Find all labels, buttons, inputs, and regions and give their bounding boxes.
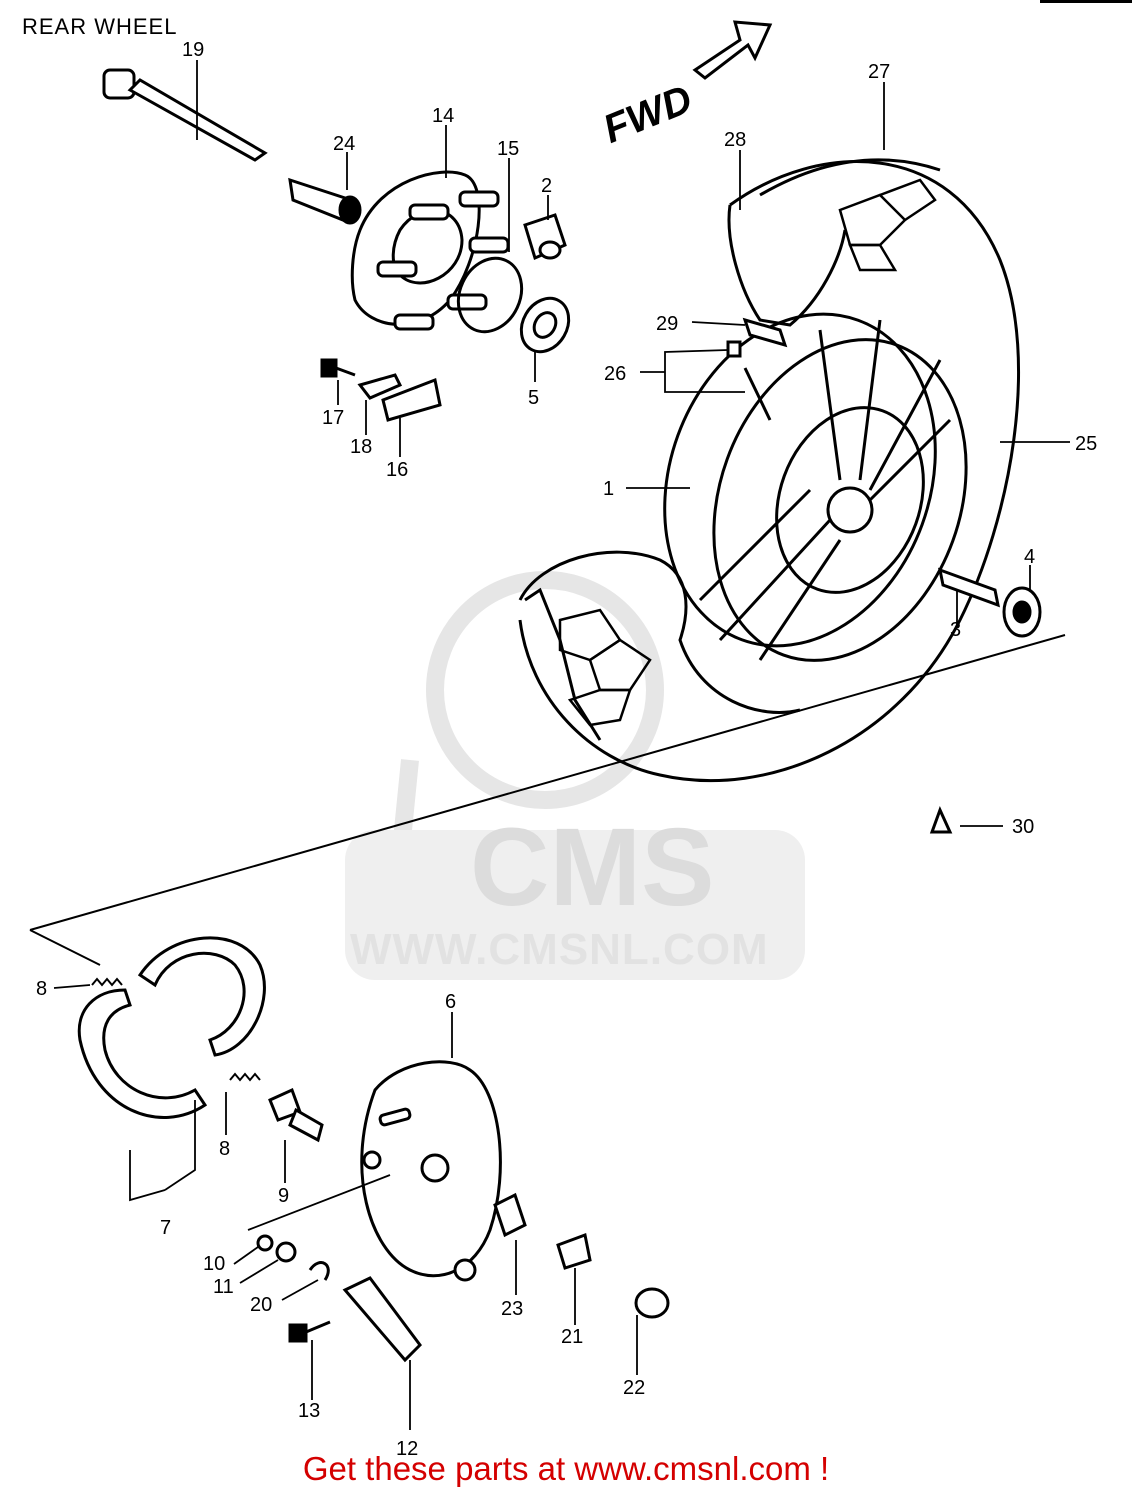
top-edge-bar	[1040, 0, 1132, 3]
callout-5: 5	[528, 387, 539, 409]
wheel-rim-part	[663, 312, 968, 662]
brake-cam-part	[268, 1087, 324, 1143]
tire-tread	[558, 178, 937, 727]
callout-24: 24	[333, 133, 355, 155]
callout-26: 26	[604, 363, 626, 385]
brake-shoe-part	[77, 936, 266, 1119]
callout-21: 21	[561, 1326, 583, 1348]
callout-12: 12	[396, 1438, 418, 1460]
callout-18: 18	[350, 436, 372, 458]
callout-19: 19	[182, 39, 204, 61]
callout-11: 11	[213, 1276, 234, 1298]
callout-17: 17	[322, 407, 344, 429]
watermark-logo	[345, 571, 805, 980]
forward-arrow-icon	[692, 20, 773, 80]
callout-2: 2	[541, 175, 552, 197]
callout-20: 20	[250, 1294, 272, 1316]
callout-labels: 19 24 14 15 2 5 17 18 16 28 27 29 26 1 2…	[36, 39, 1097, 1460]
page-title: REAR WHEEL	[22, 14, 178, 39]
brake-panel-part	[360, 1060, 502, 1282]
callout-8-upper: 8	[36, 978, 47, 1000]
collar-part	[938, 567, 1042, 638]
callout-1: 1	[603, 478, 614, 500]
clip-part	[929, 806, 953, 834]
callout-13: 13	[298, 1400, 320, 1422]
bearing-part	[519, 296, 571, 354]
callout-27: 27	[868, 61, 890, 83]
tire-part	[518, 158, 1020, 783]
hub-drum-part	[350, 170, 510, 331]
watermark-url: WWW.CMSNL.COM	[350, 925, 769, 974]
callout-29: 29	[656, 313, 678, 335]
callout-3: 3	[950, 619, 961, 641]
callout-16: 16	[386, 459, 408, 481]
damper-bolt-set	[320, 358, 442, 422]
callout-9: 9	[278, 1185, 289, 1207]
brake-spring-part	[91, 977, 261, 1082]
callout-8-lower: 8	[219, 1138, 230, 1160]
footer-link[interactable]: Get these parts at www.cmsnl.com !	[302, 1450, 830, 1487]
callout-22: 22	[623, 1377, 645, 1399]
section-divider	[29, 634, 1066, 966]
watermark-logo-text: CMS	[470, 806, 714, 929]
bushing-part	[523, 213, 567, 261]
callout-14: 14	[432, 105, 454, 127]
callout-30: 30	[1012, 816, 1034, 838]
leader-lines	[53, 60, 1070, 1430]
o-ring-part	[456, 256, 524, 334]
callout-28: 28	[724, 129, 746, 151]
callout-4: 4	[1024, 546, 1035, 568]
callout-10: 10	[203, 1253, 225, 1275]
callout-25: 25	[1075, 433, 1097, 455]
spacer-part	[288, 177, 362, 225]
valve-part	[726, 317, 788, 421]
direction-label: FWD	[597, 77, 698, 152]
callout-6: 6	[445, 991, 456, 1013]
axle-part	[102, 68, 268, 162]
lower-small-parts	[256, 1192, 670, 1363]
callout-7: 7	[160, 1217, 171, 1239]
callout-15: 15	[497, 138, 519, 160]
callout-23: 23	[501, 1298, 523, 1320]
